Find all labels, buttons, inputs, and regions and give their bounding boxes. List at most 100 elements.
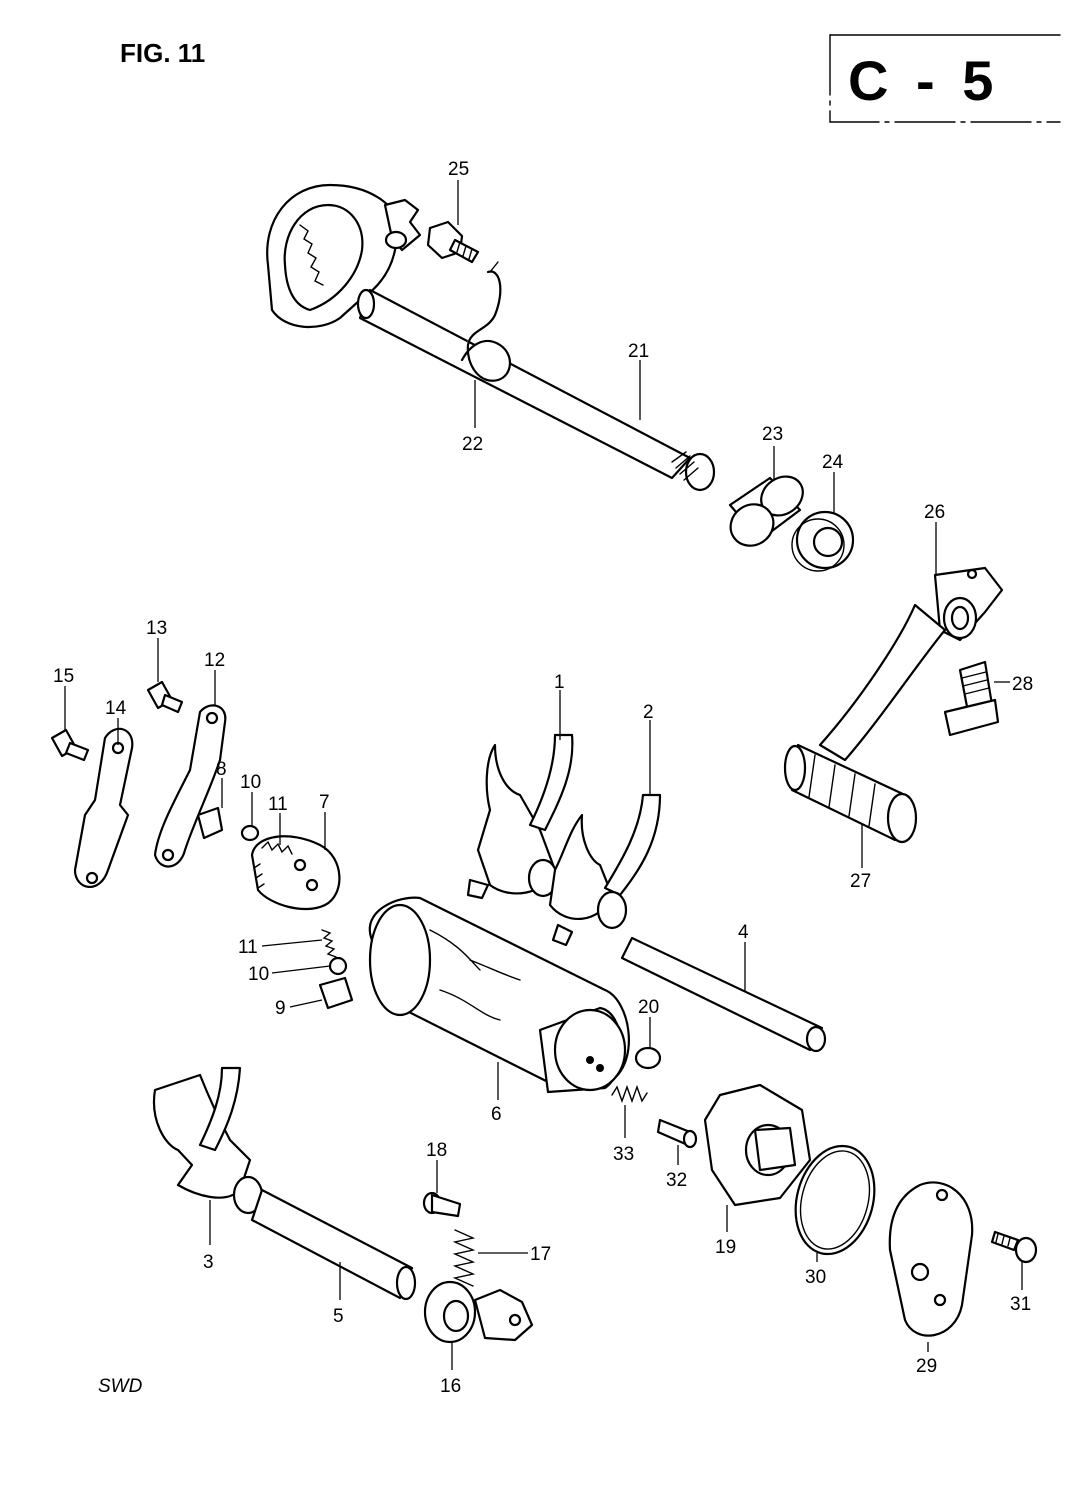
part-16-gearshift-arm bbox=[423, 1280, 534, 1344]
part-4-fork-shaft bbox=[620, 936, 827, 1053]
callout-label-32: 32 bbox=[666, 1170, 687, 1191]
part-25-bolt bbox=[426, 220, 480, 264]
callout-33: 33 bbox=[613, 1105, 634, 1165]
callout-label-17: 17 bbox=[530, 1244, 551, 1265]
part-1-shift-fork bbox=[466, 733, 574, 900]
callout-28: 28 bbox=[994, 674, 1033, 695]
part-31-screw bbox=[990, 1230, 1038, 1264]
part-14-plate bbox=[73, 727, 134, 888]
callout-label-6: 6 bbox=[491, 1104, 502, 1125]
callout-label-31: 31 bbox=[1010, 1294, 1031, 1315]
part-27-pedal-rubber bbox=[783, 743, 918, 844]
part-3-shift-fork bbox=[152, 1066, 264, 1215]
callout-label-11-upper: 11 bbox=[268, 794, 288, 815]
callout-label-27: 27 bbox=[850, 871, 871, 892]
callout-label-9: 9 bbox=[275, 998, 286, 1019]
callout-label-11-lower: 11 bbox=[238, 937, 258, 958]
callout-label-10-lower: 10 bbox=[248, 964, 269, 985]
callout-label-12: 12 bbox=[204, 650, 225, 671]
callout-3: 3 bbox=[203, 1200, 214, 1273]
watermark-logo: SWD bbox=[98, 1376, 143, 1397]
callout-label-7: 7 bbox=[319, 792, 330, 813]
callout-11-upper: 11 bbox=[268, 794, 288, 845]
part-18-bolt bbox=[422, 1191, 462, 1218]
callout-label-28: 28 bbox=[1012, 674, 1033, 695]
callout-18: 18 bbox=[426, 1140, 447, 1193]
part-33-spring bbox=[611, 1084, 648, 1104]
callout-10-upper: 10 bbox=[240, 772, 261, 826]
part-24-oil-seal bbox=[791, 510, 855, 572]
callout-label-22: 22 bbox=[462, 434, 483, 455]
callout-1: 1 bbox=[554, 672, 565, 740]
callout-label-14: 14 bbox=[105, 698, 127, 719]
callout-label-8: 8 bbox=[216, 759, 227, 780]
callout-25: 25 bbox=[448, 159, 469, 225]
callout-15: 15 bbox=[53, 666, 74, 730]
part-9-pawl bbox=[318, 976, 354, 1010]
callout-6: 6 bbox=[491, 1062, 502, 1125]
part-13-screw bbox=[146, 680, 184, 714]
part-32-pin bbox=[656, 1118, 698, 1149]
part-23-bushing bbox=[728, 475, 804, 547]
part-28-bolt bbox=[943, 660, 1000, 737]
part-5-fork-shaft bbox=[250, 1188, 417, 1301]
callout-10-lower: 10 bbox=[248, 964, 331, 985]
figure-label: FIG. 11 bbox=[120, 38, 205, 68]
callout-30: 30 bbox=[805, 1253, 826, 1288]
callout-16: 16 bbox=[440, 1342, 461, 1397]
part-10-pin-lower bbox=[328, 956, 348, 976]
part-22-spring-clip bbox=[460, 261, 511, 382]
callout-23: 23 bbox=[762, 424, 783, 480]
callout-label-33: 33 bbox=[613, 1144, 634, 1165]
section-box: C - 5 bbox=[829, 34, 1061, 123]
callout-label-2: 2 bbox=[643, 702, 654, 723]
callout-21: 21 bbox=[628, 341, 649, 420]
part-11-spring-upper bbox=[261, 840, 293, 855]
callout-label-13: 13 bbox=[146, 618, 167, 639]
callout-19: 19 bbox=[715, 1205, 736, 1258]
callout-label-1: 1 bbox=[554, 672, 565, 693]
part-20-cap bbox=[634, 1046, 662, 1070]
callout-label-30: 30 bbox=[805, 1267, 826, 1288]
part-2-shift-fork bbox=[548, 793, 662, 947]
part-11-spring-lower bbox=[321, 929, 337, 958]
callout-label-18: 18 bbox=[426, 1140, 447, 1161]
callout-14: 14 bbox=[105, 698, 127, 745]
callout-label-21: 21 bbox=[628, 341, 649, 362]
callout-17: 17 bbox=[478, 1244, 551, 1265]
callout-label-19: 19 bbox=[715, 1237, 736, 1258]
part-6-gearshift-drum bbox=[368, 896, 630, 1094]
part-26-gearshift-lever bbox=[818, 566, 1004, 762]
part-15-screw bbox=[50, 728, 90, 762]
callout-22: 22 bbox=[462, 380, 483, 455]
part-7-cam-gear bbox=[250, 835, 341, 910]
part-21-gearshift-shaft bbox=[266, 183, 716, 492]
callout-32: 32 bbox=[666, 1145, 687, 1191]
callout-26: 26 bbox=[924, 502, 945, 575]
part-30-o-ring bbox=[794, 1144, 876, 1256]
callout-label-3: 3 bbox=[203, 1252, 214, 1273]
callout-29: 29 bbox=[916, 1342, 937, 1377]
callout-12: 12 bbox=[204, 650, 225, 705]
callout-9: 9 bbox=[275, 998, 323, 1019]
callout-8: 8 bbox=[216, 759, 227, 808]
callout-27: 27 bbox=[850, 825, 871, 892]
callout-2: 2 bbox=[643, 702, 654, 795]
callout-label-4: 4 bbox=[738, 922, 749, 943]
callout-label-15: 15 bbox=[53, 666, 74, 687]
callout-label-20: 20 bbox=[638, 997, 659, 1018]
callout-label-5: 5 bbox=[333, 1306, 344, 1327]
callout-4: 4 bbox=[738, 922, 749, 992]
part-10-pin-upper bbox=[240, 824, 260, 842]
callout-label-10-upper: 10 bbox=[240, 772, 261, 793]
callout-13: 13 bbox=[146, 618, 167, 682]
section-code: C - 5 bbox=[848, 49, 999, 112]
callout-20: 20 bbox=[638, 997, 659, 1047]
callout-label-16: 16 bbox=[440, 1376, 461, 1397]
callout-label-29: 29 bbox=[916, 1356, 937, 1377]
part-19-cam-stopper-plate bbox=[703, 1083, 812, 1207]
callout-5: 5 bbox=[333, 1262, 344, 1327]
callout-7: 7 bbox=[319, 792, 330, 850]
